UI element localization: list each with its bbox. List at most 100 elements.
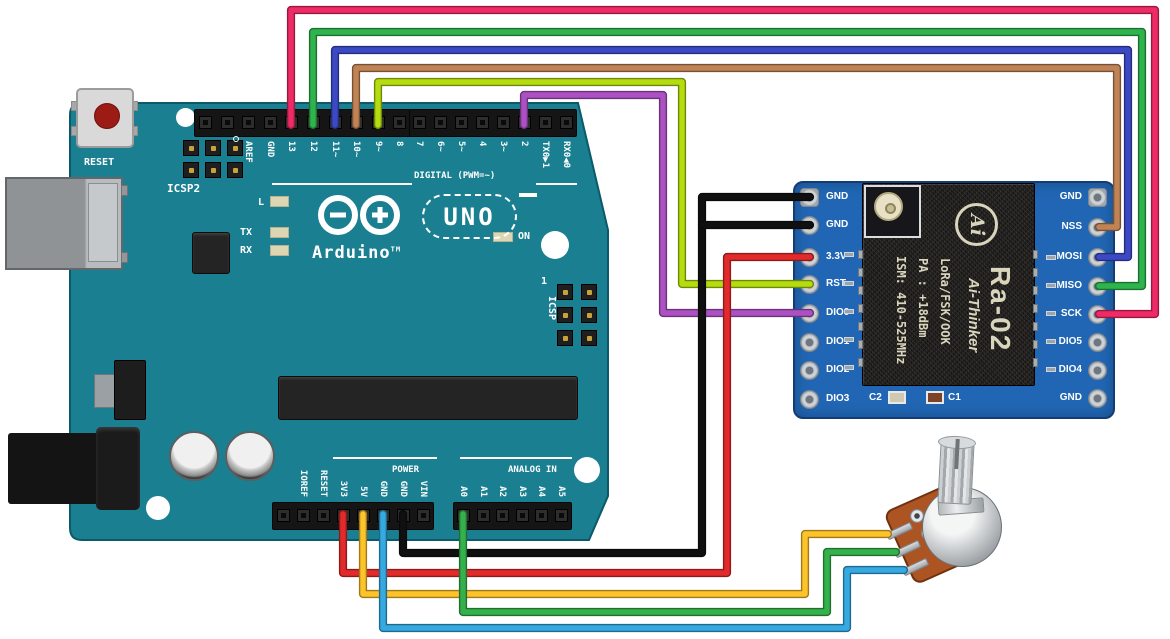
capacitor bbox=[225, 431, 275, 481]
power-caption: POWER bbox=[392, 465, 420, 475]
silk-model: Ra-02 bbox=[985, 266, 1016, 353]
analog-pin-A1 bbox=[476, 509, 490, 522]
icsp-pin bbox=[557, 307, 573, 323]
power-pin-5V bbox=[356, 509, 370, 522]
silk-brand: Ai-Thinker bbox=[965, 278, 982, 353]
analog-pin-A0 bbox=[456, 509, 470, 522]
icsp2-pin bbox=[183, 162, 199, 178]
icsp2-pin bbox=[205, 162, 221, 178]
icsp-pin bbox=[557, 330, 573, 346]
ra02-pad-left-DIO1 bbox=[799, 332, 819, 352]
digital-pin-11~ bbox=[328, 116, 342, 129]
reset-button[interactable] bbox=[76, 88, 134, 148]
power-pin-RESET bbox=[316, 509, 330, 522]
ra02-label-GND: GND bbox=[826, 219, 849, 230]
ra02-pad-right-DIO4 bbox=[1087, 360, 1107, 380]
digital-label-9~: 9~ bbox=[373, 141, 383, 152]
shield-castellation bbox=[1033, 304, 1038, 313]
analog-label-A2: A2 bbox=[497, 486, 507, 497]
power-pin-GND bbox=[376, 509, 390, 522]
digital-caption: DIGITAL (PWM=~) bbox=[414, 171, 496, 181]
voltage-regulator bbox=[114, 360, 146, 420]
led-tx bbox=[270, 227, 289, 238]
ra02-pad-right-MISO bbox=[1087, 276, 1107, 296]
power-pin-3V3 bbox=[336, 509, 350, 522]
ra02-pad-left-GND bbox=[799, 215, 819, 235]
ra02-label-DIO4: DIO4 bbox=[1058, 364, 1082, 375]
silk-line bbox=[272, 183, 412, 185]
shield-castellation bbox=[1033, 250, 1038, 259]
ra02-pad-left-DIO3 bbox=[799, 389, 819, 409]
analog-pin-A2 bbox=[495, 509, 509, 522]
smd-component bbox=[844, 252, 854, 257]
mounting-hole bbox=[541, 231, 569, 259]
digital-pin-2 bbox=[517, 116, 531, 129]
analog-caption: ANALOG IN bbox=[508, 465, 557, 475]
shield-castellation bbox=[858, 322, 863, 331]
smd-component bbox=[844, 337, 854, 342]
mounting-hole bbox=[146, 496, 170, 520]
power-label-3V3: 3V3 bbox=[338, 480, 348, 497]
analog-label-A0: A0 bbox=[458, 486, 468, 497]
uno-badge: UNO bbox=[422, 194, 517, 239]
digital-pin-AREF bbox=[241, 116, 255, 129]
digital-label-2: 2 bbox=[519, 141, 529, 147]
analog-label-A1: A1 bbox=[478, 486, 488, 497]
shield-castellation bbox=[858, 358, 863, 367]
icsp-pin bbox=[581, 330, 597, 346]
capacitor bbox=[169, 431, 219, 481]
analog-pin-A5 bbox=[554, 509, 568, 522]
digital-pin-10~ bbox=[349, 116, 363, 129]
ra02-label-GND: GND bbox=[1059, 392, 1082, 403]
led-l-label: L bbox=[258, 197, 265, 208]
smd-component bbox=[844, 309, 854, 314]
ra02-label-MISO: MISO bbox=[1056, 280, 1082, 291]
ra02-pad-right-SCK bbox=[1087, 304, 1107, 324]
ra02-label-DIO3: DIO3 bbox=[826, 393, 850, 404]
icsp-pin bbox=[581, 307, 597, 323]
digital-label-5~: 5~ bbox=[456, 141, 466, 152]
digital-pin-8 bbox=[392, 116, 406, 129]
digital-pin-3~ bbox=[496, 116, 510, 129]
silk-ism: ISM: 410-525MHz bbox=[894, 256, 908, 365]
icsp-pin1-label: 1 bbox=[541, 276, 548, 287]
reset-label: RESET bbox=[84, 157, 115, 168]
shield-castellation bbox=[1033, 322, 1038, 331]
digital-pin-nc bbox=[198, 116, 212, 129]
ra02-pad-left-GND bbox=[799, 187, 819, 207]
shield-castellation bbox=[1033, 358, 1038, 367]
digital-label-3~: 3~ bbox=[498, 141, 508, 152]
smd-component bbox=[1046, 311, 1056, 316]
icsp2-label: ICSP2 bbox=[167, 182, 201, 195]
usb-tab bbox=[121, 252, 128, 263]
arduino-logo-icon bbox=[318, 195, 400, 235]
c2-label: C2 bbox=[869, 392, 882, 403]
digital-label-10~: 10~ bbox=[351, 141, 361, 158]
digital-pin-GND bbox=[263, 116, 277, 129]
power-label-IOREF: IOREF bbox=[298, 469, 308, 497]
ra02-label-DIO1: DIO1 bbox=[826, 336, 850, 347]
analog-label-A4: A4 bbox=[536, 486, 546, 497]
tm-mark: TM bbox=[390, 245, 402, 254]
digital-label-6~: 6~ bbox=[435, 141, 445, 152]
digital-pin-9~ bbox=[371, 116, 385, 129]
silk-line bbox=[460, 457, 572, 459]
silk-pa: PA : +18dBm bbox=[916, 258, 930, 338]
ra02-label-SCK: SCK bbox=[1060, 308, 1082, 319]
usb-tab bbox=[121, 185, 128, 196]
analog-label-A5: A5 bbox=[556, 486, 566, 497]
ai-logo-icon: Ai bbox=[955, 203, 998, 246]
icsp2-pin bbox=[183, 140, 199, 156]
mounting-hole bbox=[574, 457, 600, 483]
power-label-5V: 5V bbox=[358, 486, 368, 497]
icsp-pin bbox=[557, 284, 573, 300]
power-pin-IOREF bbox=[296, 509, 310, 522]
atmega-chip bbox=[278, 376, 578, 420]
silk-line bbox=[333, 457, 437, 459]
smd-component bbox=[844, 365, 854, 370]
usb-bridge-chip bbox=[192, 232, 230, 274]
ra02-label-NSS: NSS bbox=[1061, 221, 1082, 232]
ufl-antenna-connector bbox=[874, 192, 903, 221]
smd-component bbox=[1046, 367, 1056, 372]
